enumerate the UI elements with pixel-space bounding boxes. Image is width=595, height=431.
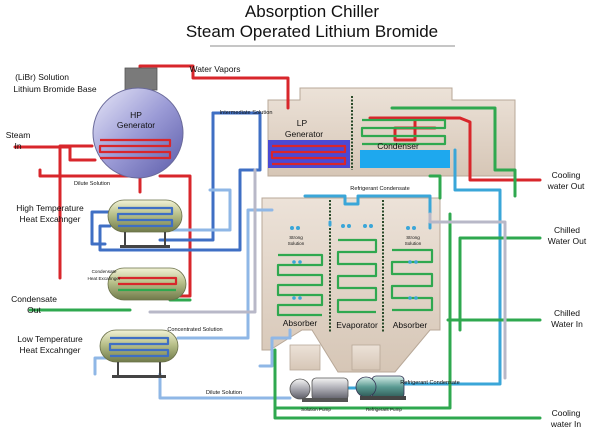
label-libr-solution: (LiBr) Solution [15,72,69,82]
label-absorber-left: Absorber [283,318,318,328]
high-temp-heat-exchanger [107,199,183,248]
label-cooling-water-in-line2: water In [550,419,582,429]
label-water-vapors: Water Vapors [189,64,240,74]
label-strong-solution-right-line1: Strong [406,235,420,240]
label-hp-generator-line2: Generator [117,120,155,130]
label-cooling-water-out-line1: Cooling [552,170,581,180]
label-chilled-water-out-line2: Water Out [548,236,587,246]
chilled-water-pipes [148,168,507,380]
label-solution-pump: Solution Pump [301,407,331,412]
diagram-title-line1: Absorption Chiller [245,2,380,21]
solution-pump [289,377,349,402]
label-condensate-hx-line2: Heat Excahnger [88,276,121,281]
label-low-temp-hx-line2: Heat Excahnger [20,345,81,355]
label-lithium-bromide-base: Lithium Bromide Base [13,84,96,94]
refrigerant-pump [355,375,406,400]
hp-generator [92,67,184,179]
label-refrigerant-condensate-top: Refrigerant Condensate [350,186,409,192]
condensate-heat-exchanger [107,267,187,301]
label-condensate-hx-line1: Condensate [92,269,117,274]
label-lp-generator-line2: Generator [285,129,323,139]
label-absorber-right: Absorber [393,320,428,330]
low-temp-heat-exchanger [99,329,179,378]
label-dilute-solution-top: Dilute Solution [74,181,110,187]
label-evaporator: Evaporator [336,320,378,330]
lp-generator-coil [270,144,347,166]
label-refrigerant-condensate-bottom: Refrigerant Condensate [400,380,459,386]
label-condensate-out-line1: Condensate [11,294,57,304]
cooling-water-pipes [28,106,542,420]
label-chilled-water-out-line1: Chilled [554,225,580,235]
label-chilled-water-in-line1: Chilled [554,308,580,318]
condenser-pool [360,150,450,168]
label-concentrated-solution: Concentrated Solution [167,327,222,333]
label-steam-in-line1: Steam [6,130,31,140]
label-condensate-out-line2: Out [27,305,41,315]
label-cooling-water-in-line1: Cooling [552,408,581,418]
label-high-temp-hx-line1: High Temperature [16,203,84,213]
intermediate-solution-pipes [90,111,262,252]
label-chilled-water-in-line2: Water In [551,319,583,329]
condenser-coil [360,118,447,146]
label-lp-generator-line1: LP [297,118,308,128]
label-high-temp-hx-line2: Heat Excahnger [20,214,81,224]
evaporator-coil [336,238,378,314]
label-intermediate-solution: Intermediate Solution [220,110,273,116]
absorber-right-coil [390,248,434,312]
label-steam-in-line2: In [14,141,21,151]
label-strong-solution-left-line2: Solution [288,241,305,246]
absorber-left-coil [276,253,324,317]
label-cooling-water-out-line2: water Out [547,181,585,191]
label-strong-solution-left-line1: Strong [289,235,303,240]
label-low-temp-hx-line1: Low Temperature [17,334,83,344]
diagram-title-line2: Steam Operated Lithium Bromide [186,22,438,41]
label-condenser: Condenser [377,141,419,151]
spray-droplets [290,224,418,300]
label-strong-solution-right-line2: Solution [405,241,422,246]
label-dilute-solution-bottom: Dilute Solution [206,390,242,396]
label-hp-generator-line1: HP [130,110,142,120]
label-refrigerant-pump: Refrigerant Pump [366,407,402,412]
